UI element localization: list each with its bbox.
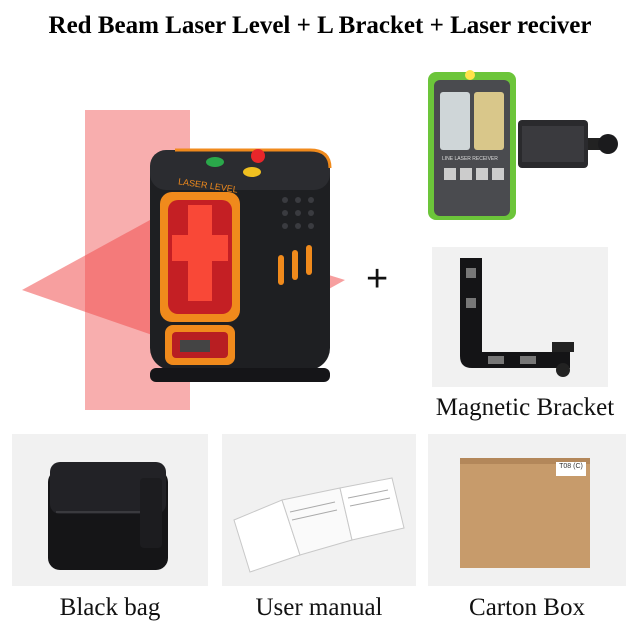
magnetic-bracket-caption: Magnetic Bracket: [435, 394, 615, 421]
page-title: Red Beam Laser Level + L Bracket + Laser…: [48, 12, 592, 39]
laser-window-cross: [172, 205, 228, 301]
power-button: [251, 149, 265, 163]
user-manual-caption: User manual: [255, 594, 383, 621]
yellow-button: [243, 167, 261, 177]
carton-box-caption: Carton Box: [469, 594, 585, 621]
plus-sign: +: [366, 258, 389, 300]
carton-label: T08 (C): [559, 463, 583, 470]
svg-text:LINE LASER RECEIVER: LINE LASER RECEIVER: [442, 156, 498, 162]
black-bag-caption: Black bag: [59, 594, 161, 621]
green-button: [206, 157, 224, 167]
